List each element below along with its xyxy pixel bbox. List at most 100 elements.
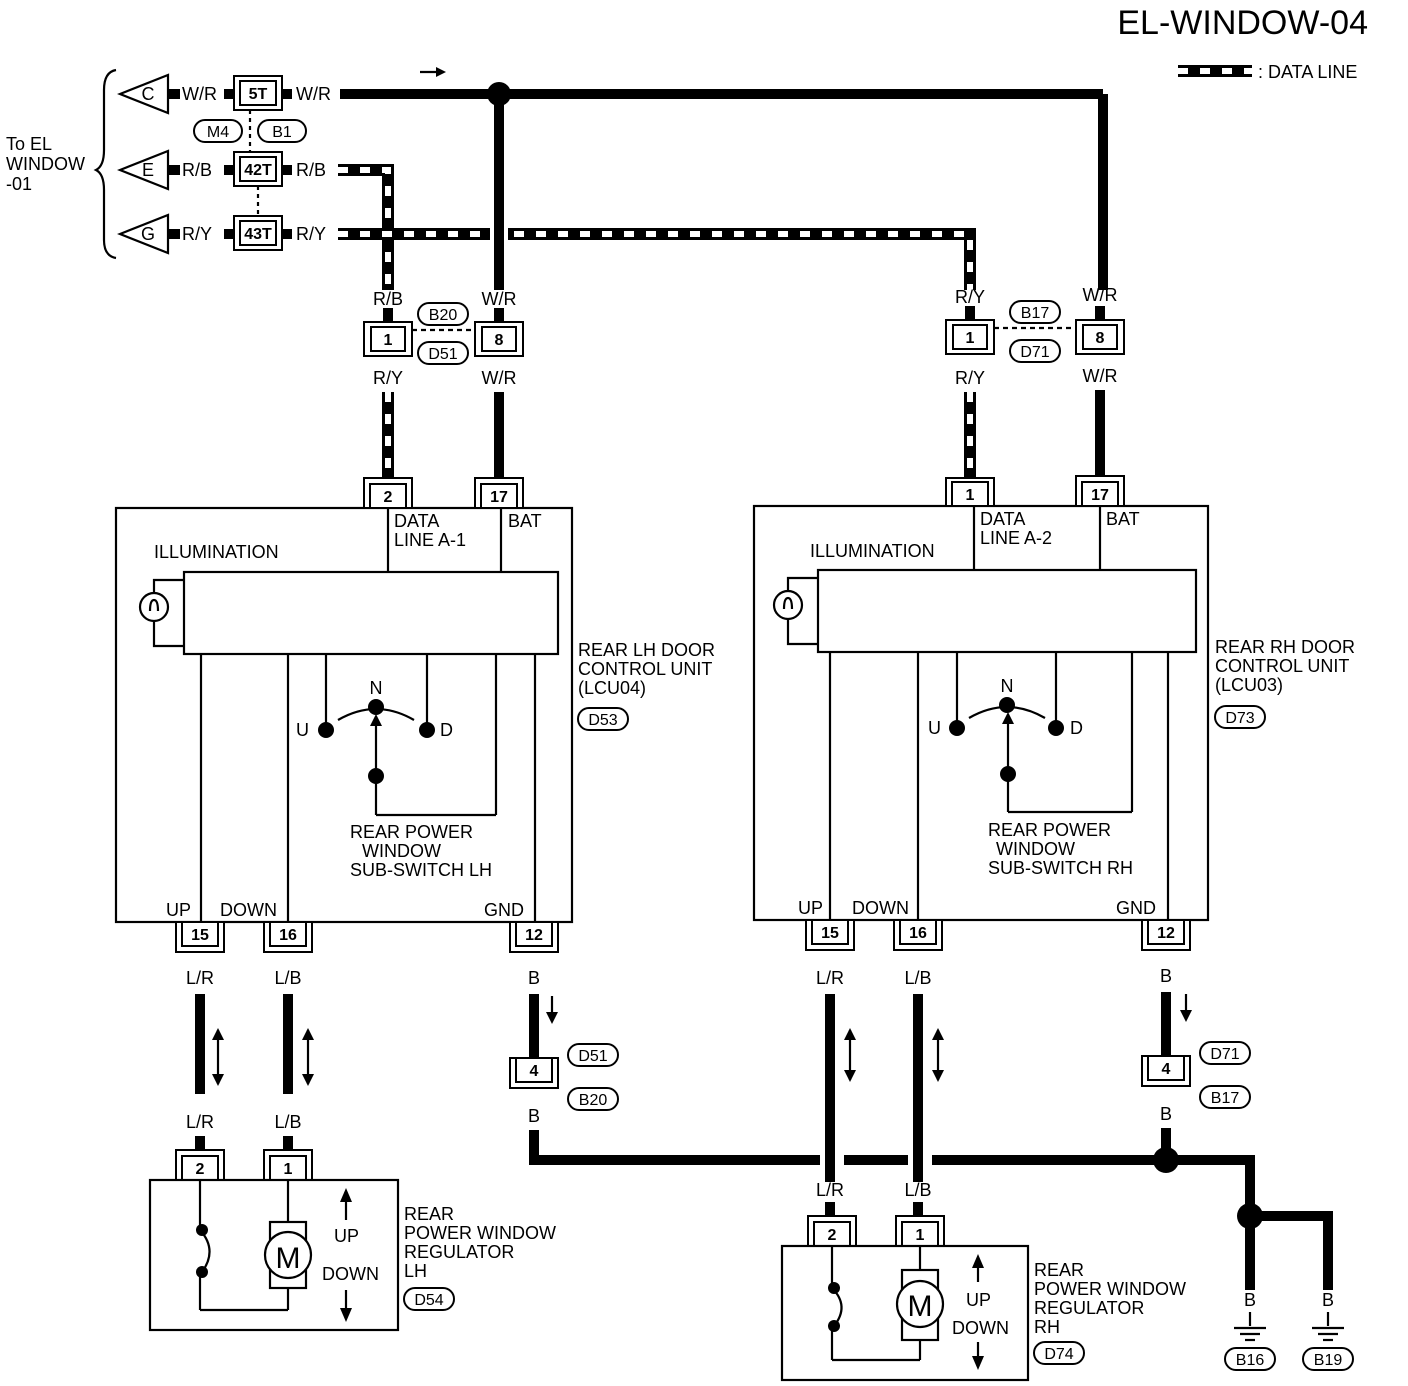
lh-gnd-wire-lower: B (528, 1106, 540, 1126)
rh-breaker-icon (828, 1246, 920, 1362)
lh-joint-connector: R/B W/R 1 8 B20 D51 R/Y W/R (363, 289, 524, 388)
ground-b16-conn: B16 (1236, 1352, 1265, 1369)
rh-switch-u: U (928, 718, 941, 738)
lh-reg-3: REGULATOR (404, 1242, 514, 1262)
lh-sub-switch-icon (318, 699, 435, 784)
rh-pin-up: 15 (821, 925, 839, 942)
rh-reg-1: REAR (1034, 1260, 1084, 1280)
rh-lower-wiring: L/R L/B B 4 D71 B17 (816, 966, 1333, 1290)
connector-b1: B1 (272, 124, 292, 141)
rh-pin-data-joint: 1 (966, 330, 975, 347)
lh-label-down: DOWN (220, 900, 277, 920)
diagram-title: EL-WINDOW-04 (1117, 4, 1368, 42)
rh-pin-bat: 17 (1091, 487, 1109, 504)
lh-wire-gnd: B (528, 968, 540, 988)
rh-label-gnd: GND (1116, 898, 1156, 918)
rh-wire-data-upper: R/Y (955, 287, 985, 307)
wire-wr-bus (340, 67, 1108, 290)
rh-motor-icon: M (895, 1246, 945, 1360)
lh-sw-label-2: WINDOW (362, 841, 441, 861)
rh-conn-top: B17 (1021, 305, 1050, 322)
rh-wire-down: L/B (904, 968, 931, 988)
ground-b19: B B19 (1302, 1290, 1354, 1371)
rh-motor-wire-up: L/R (816, 1180, 844, 1200)
rh-label-data-1: DATA (980, 509, 1025, 529)
rh-unit-name-3: (LCU03) (1215, 675, 1283, 695)
lh-label-gnd: GND (484, 900, 524, 920)
lh-motor-icon: M (263, 1180, 313, 1310)
rh-up-arrow-icon (972, 1254, 984, 1282)
lh-pin-data: 2 (384, 489, 393, 506)
lh-motor-pin-b: 1 (284, 1161, 293, 1178)
rh-gnd-conn-top: D71 (1210, 1046, 1239, 1063)
rh-gnd-conn-bottom: B17 (1211, 1090, 1240, 1107)
legend-label: : DATA LINE (1258, 62, 1357, 82)
rh-pin-data: 1 (966, 487, 975, 504)
lh-pin-bat: 17 (490, 489, 508, 506)
lh-switch-u: U (296, 720, 309, 740)
ref-line-2: WINDOW (6, 154, 85, 174)
lh-pin-up: 15 (191, 927, 209, 944)
terminal-g-letter: G (141, 224, 155, 244)
ground-b19-conn: B19 (1314, 1352, 1343, 1369)
lh-label-data-1: DATA (394, 511, 439, 531)
rh-illumination-lamp-icon (772, 576, 818, 646)
lh-up-arrow-icon (340, 1188, 352, 1220)
rh-upper-wires (964, 390, 1105, 478)
terminal-c-wire-right: W/R (296, 84, 331, 104)
rh-gnd-pin: 4 (1162, 1061, 1171, 1078)
lh-lower-wiring: L/R L/B B 4 D51 B20 B L/R L/B (186, 968, 1166, 1165)
lh-wire-up: L/R (186, 968, 214, 988)
lh-illumination-lamp-icon (138, 578, 184, 648)
ground-b16: B B16 (1224, 1290, 1276, 1371)
lh-unit-conn: D53 (588, 712, 617, 729)
terminal-e: E R/B 42T R/B (117, 149, 326, 191)
terminal-e-wire-left: R/B (182, 160, 212, 180)
lh-upper-wires (382, 392, 504, 478)
lh-label-data-2: LINE A-1 (394, 530, 466, 550)
rh-label-up: UP (798, 898, 823, 918)
lh-down-arrow-icon (340, 1290, 352, 1322)
terminal-g-wire-left: R/Y (182, 224, 212, 244)
rh-down-bidirectional-arrow-icon (932, 1028, 944, 1082)
rh-unit-name-1: REAR RH DOOR (1215, 637, 1355, 657)
terminal-e-pin: 42T (244, 162, 272, 179)
terminal-c-pin: 5T (249, 86, 268, 103)
rh-up-bidirectional-arrow-icon (844, 1028, 856, 1082)
rh-unit-label: REAR RH DOOR CONTROL UNIT (LCU03) D73 (1214, 637, 1355, 729)
rh-motor-pin-b: 1 (916, 1227, 925, 1244)
lh-switch-d: D (440, 720, 453, 740)
terminal-c: C W/R 5T W/R (117, 73, 331, 115)
lh-reg-4: LH (404, 1261, 427, 1281)
lh-motor-label: M (276, 1242, 301, 1275)
rh-illumination-label: ILLUMINATION (810, 541, 935, 561)
lh-gnd-arrow-icon (546, 996, 558, 1024)
rh-label-down: DOWN (852, 898, 909, 918)
rh-switch-d: D (1070, 718, 1083, 738)
connector-m4-b1: M4 B1 (193, 110, 307, 152)
rh-reg-conn: D74 (1044, 1346, 1073, 1363)
rh-reg-3: REGULATOR (1034, 1298, 1144, 1318)
data-line-legend: : DATA LINE (1178, 62, 1357, 82)
rh-label-data-2: LINE A-2 (980, 528, 1052, 548)
lh-sw-label-3: SUB-SWITCH LH (350, 860, 492, 880)
lh-illumination-label: ILLUMINATION (154, 542, 279, 562)
lh-switch-n: N (370, 678, 383, 698)
rh-pin-gnd: 12 (1157, 925, 1175, 942)
rh-control-unit: 1 17 DATA LINE A-2 BAT ILLUMINATION (752, 475, 1210, 951)
lh-gnd-pin: 4 (530, 1063, 539, 1080)
lh-reg-up: UP (334, 1226, 359, 1246)
rh-sub-switch-icon (949, 697, 1064, 782)
rh-unit-name-2: CONTROL UNIT (1215, 656, 1349, 676)
data-line-ry (338, 220, 976, 290)
lh-sw-label-1: REAR POWER (350, 822, 473, 842)
rh-unit-conn: D73 (1225, 710, 1254, 727)
ref-line-3: -01 (6, 174, 32, 194)
rh-sw-label-2: WINDOW (996, 839, 1075, 859)
lh-regulator: 2 1 M UP DOWN REAR PO (148, 1149, 556, 1332)
rh-motor-label: M (908, 1290, 933, 1323)
ground-b16-wire: B (1244, 1290, 1256, 1310)
terminal-c-letter: C (142, 84, 155, 104)
rh-gnd-wire-lower: B (1160, 1104, 1172, 1124)
rh-pin-bat-joint: 8 (1096, 330, 1105, 347)
